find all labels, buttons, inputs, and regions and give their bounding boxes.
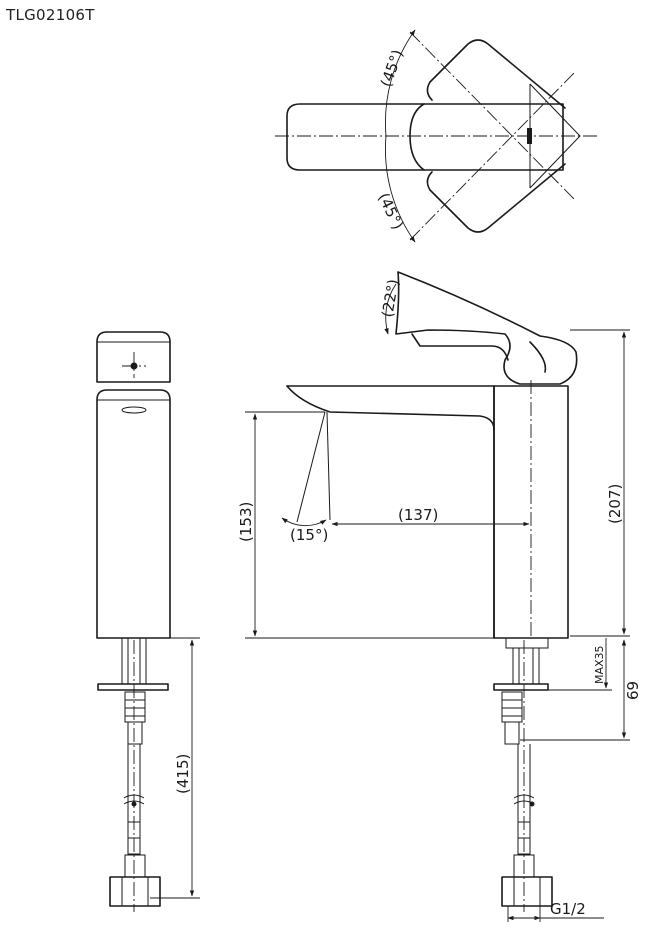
- angle-label-lower: (45°): [374, 190, 406, 232]
- front-hose-nut: [109, 876, 161, 907]
- spout-top-outline: [286, 103, 564, 171]
- side-lever: [395, 271, 578, 385]
- side-view: (22°) (153) (15°) (137) (207) MAX35 69 G…: [237, 271, 642, 922]
- lever-angle-label: (22°): [378, 278, 402, 319]
- shank-length-label: 69: [624, 681, 642, 700]
- thread-label: G1/2: [550, 900, 586, 918]
- reach-label: (137): [398, 506, 438, 524]
- top-view: (45°) (45°): [275, 29, 600, 243]
- lever-upper-outline: [429, 39, 566, 109]
- side-hose-nut: [501, 876, 553, 907]
- mount-max-label: MAX35: [593, 645, 606, 684]
- angle-label-upper: (45°): [377, 47, 407, 89]
- hose-length-label: (415): [174, 754, 192, 794]
- model-number: TLG02106T: [6, 6, 95, 24]
- front-handle: [96, 331, 171, 383]
- lever-lower-outline: [429, 163, 566, 233]
- spout-angle-label: (15°): [290, 526, 328, 544]
- side-spout: [286, 385, 495, 431]
- spout-height-label: (153): [237, 502, 255, 542]
- front-body: [96, 389, 171, 639]
- total-height-label: (207): [606, 484, 624, 524]
- front-view: (415): [96, 331, 200, 912]
- spout-top-step: [409, 103, 425, 171]
